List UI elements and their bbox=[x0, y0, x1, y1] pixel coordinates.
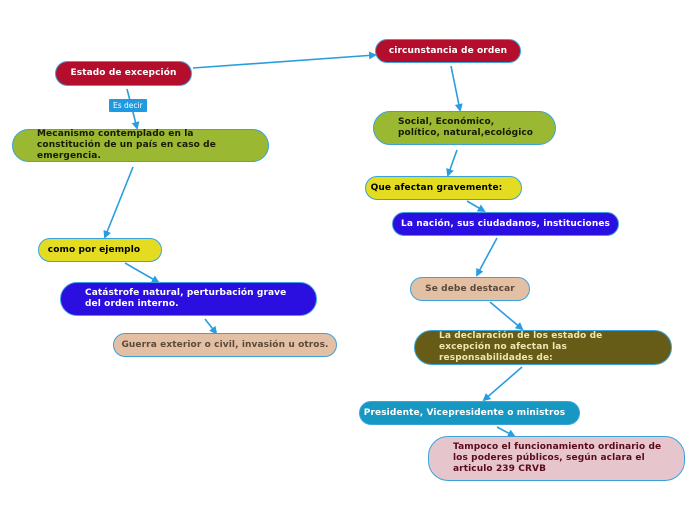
node-text: Catástrofe natural, perturbación grave d… bbox=[85, 288, 287, 309]
link-ejemplo-catastrofe bbox=[124, 262, 160, 283]
link-nacion-sedebe bbox=[476, 237, 498, 277]
node-catastrofe[interactable]: Catástrofe natural, perturbación grave d… bbox=[60, 282, 317, 316]
link-estado-circunstancia bbox=[192, 51, 377, 69]
link-declaracion-presidente bbox=[482, 366, 523, 402]
node-text: como por ejemplo bbox=[47, 244, 141, 255]
node-text: Estado de excepción bbox=[70, 68, 177, 78]
node-text: Que afectan gravemente: bbox=[370, 182, 503, 193]
label-es-decir[interactable]: Es decir bbox=[109, 99, 147, 112]
link-sedebe-declaracion bbox=[489, 301, 524, 331]
node-text: Social, Económico, político, natural,eco… bbox=[398, 117, 534, 138]
node-mecanismo[interactable]: Mecanismo contemplado en la constitución… bbox=[12, 129, 269, 162]
node-text: Se debe destacar bbox=[425, 283, 515, 294]
node-guerra[interactable]: Guerra exterior o civil, invasión u otro… bbox=[113, 333, 337, 357]
node-declaracion[interactable]: La declaración de los estado de excepció… bbox=[414, 330, 672, 365]
node-text: circunstancia de orden bbox=[388, 45, 508, 56]
label-text: Es decir bbox=[113, 101, 143, 110]
node-text: Tampoco el funcionamiento ordinario de l… bbox=[453, 442, 662, 474]
node-la-nacion[interactable]: La nación, sus ciudadanos, instituciones bbox=[392, 212, 619, 236]
link-que-nacion bbox=[466, 200, 486, 213]
node-que-afectan[interactable]: Que afectan gravemente: bbox=[365, 176, 522, 200]
node-social[interactable]: Social, Económico, político, natural,eco… bbox=[373, 111, 556, 145]
node-tampoco[interactable]: Tampoco el funcionamiento ordinario de l… bbox=[428, 436, 685, 481]
node-circunstancia-de-orden[interactable]: circunstancia de orden bbox=[375, 39, 521, 63]
node-como-por-ejemplo[interactable]: como por ejemplo bbox=[38, 238, 162, 262]
node-text: La declaración de los estado de excepció… bbox=[439, 331, 603, 363]
link-catastrofe-guerra bbox=[204, 318, 218, 335]
node-text: La nación, sus ciudadanos, instituciones bbox=[400, 218, 610, 229]
link-social-que bbox=[446, 149, 458, 177]
link-circunstancia-social bbox=[450, 65, 463, 112]
node-text: Guerra exterior o civil, invasión u otro… bbox=[121, 339, 329, 350]
link-mecanismo-ejemplo bbox=[103, 166, 134, 239]
node-text: Mecanismo contemplado en la constitución… bbox=[37, 129, 216, 161]
node-estado-de-excepcion[interactable]: Estado de excepción bbox=[55, 61, 192, 86]
node-presidente[interactable]: Presidente, Vicepresidente o ministros bbox=[359, 401, 580, 425]
node-text: Presidente, Vicepresidente o ministros bbox=[363, 407, 566, 418]
node-se-debe-destacar[interactable]: Se debe destacar bbox=[410, 277, 530, 301]
link-presidente-tampoco bbox=[496, 426, 516, 437]
